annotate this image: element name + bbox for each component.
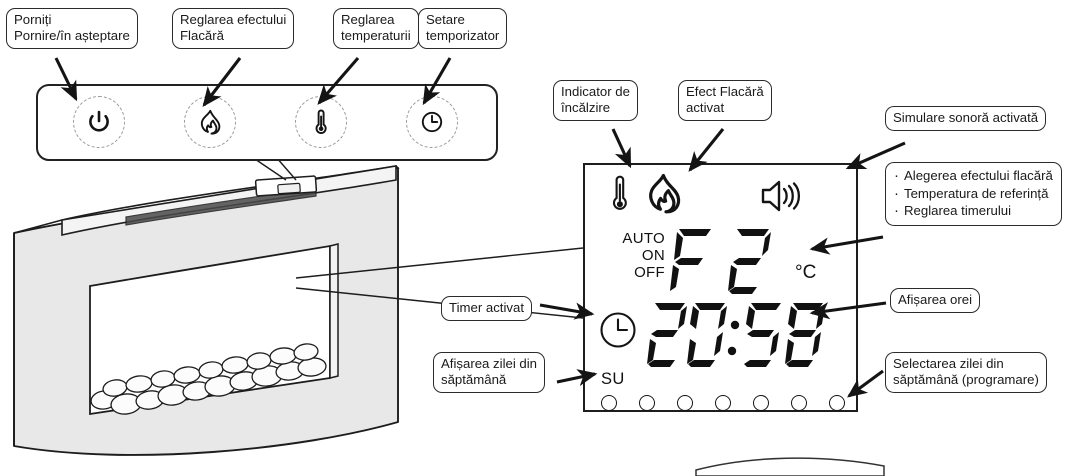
- power-icon: [84, 107, 114, 137]
- lcd-display-panel: AUTO ON OFF: [583, 163, 858, 412]
- lcd-main-value: [670, 229, 771, 294]
- lcd-time-value: [647, 303, 825, 367]
- fireplace-illustration: [13, 165, 400, 456]
- flame-icon: [195, 107, 225, 137]
- fireplace-display-window: [277, 182, 301, 195]
- day-dot[interactable]: [639, 395, 655, 411]
- callout-line: Selectarea zilei din: [893, 356, 1004, 371]
- day-dot[interactable]: [715, 395, 731, 411]
- timer-button[interactable]: [406, 96, 458, 148]
- callout-timer-button: Setare temporizator: [418, 8, 508, 50]
- callout-flame-button: Reglarea efectului Flacără: [172, 8, 295, 50]
- remote-control-partial: [695, 457, 885, 476]
- day-dot[interactable]: [791, 395, 807, 411]
- lcd-unit-label: °C: [795, 262, 817, 283]
- lcd-status-icon-row: [585, 173, 856, 217]
- callout-line: Flacără: [180, 28, 224, 44]
- thermometer-icon: [607, 173, 633, 220]
- callout-line: Simulare sonoră activată: [893, 110, 1039, 125]
- callout-line: Timer activat: [449, 300, 524, 315]
- callout-line: temperaturii: [341, 28, 411, 44]
- control-panel-bar: [36, 84, 498, 161]
- vent-grille: [125, 187, 317, 226]
- callout-timer-active: Timer activat: [441, 296, 532, 322]
- callout-line: Afișarea orei: [898, 292, 973, 307]
- callout-line: temporizator: [426, 28, 500, 44]
- power-button[interactable]: [73, 96, 125, 148]
- callout-line: Afișarea zilei din: [441, 356, 538, 371]
- callout-sound-simulation: Simulare sonoră activată: [885, 106, 1047, 132]
- mode-auto: AUTO: [622, 230, 665, 247]
- lcd-mode-labels: AUTO ON OFF: [603, 230, 665, 281]
- flame-button[interactable]: [184, 96, 236, 148]
- callout-line: Indicator de: [561, 84, 630, 99]
- callout-power-button: Porniți Pornire/în așteptare: [6, 8, 138, 50]
- callout-line: Porniți: [14, 12, 52, 27]
- day-dot[interactable]: [753, 395, 769, 411]
- speaker-icon: [759, 179, 805, 218]
- callout-day-display: Afișarea zilei din săptămână: [433, 352, 546, 394]
- mode-on: ON: [641, 246, 665, 264]
- callout-line: activat: [686, 100, 725, 116]
- callout-line: Reglarea efectului: [180, 12, 287, 27]
- flame-icon: [643, 171, 683, 222]
- callout-main-value-functions: Alegerea efectului flacără Temperatura d…: [885, 162, 1062, 226]
- day-dot[interactable]: [677, 395, 693, 411]
- callout-bullet: Temperatura de referință: [893, 184, 1053, 203]
- day-dot[interactable]: [829, 395, 845, 411]
- callout-bullet: Reglarea timerului: [893, 201, 1053, 220]
- callout-temperature-button: Reglarea temperaturii: [333, 8, 419, 50]
- callout-bullet: Alegerea efectului flacără: [893, 166, 1053, 185]
- thermometer-icon: [306, 107, 336, 137]
- lcd-time-colon: [727, 320, 740, 356]
- callout-heating-indicator: Indicator de încălzire: [553, 80, 638, 122]
- callout-flame-active: Efect Flacără activat: [678, 80, 772, 122]
- day-dot[interactable]: [601, 395, 617, 411]
- lcd-day-label: SU: [601, 370, 625, 388]
- arrow-heating-indicator: [611, 128, 632, 169]
- callout-line: Setare: [426, 12, 465, 27]
- callout-day-select: Selectarea zilei din săptămână (programa…: [885, 352, 1047, 394]
- callout-line: săptămână: [441, 372, 507, 388]
- mode-off: OFF: [634, 263, 665, 281]
- callout-time-display: Afișarea orei: [890, 288, 981, 314]
- lcd-day-dots[interactable]: [601, 395, 847, 412]
- callout-line: încălzire: [561, 100, 611, 116]
- callout-line: Reglarea: [341, 12, 395, 27]
- pebble-bed: [90, 343, 327, 415]
- temperature-button[interactable]: [295, 96, 347, 148]
- callout-line: Efect Flacără: [686, 84, 764, 99]
- callout-line: săptămână (programare): [893, 372, 1039, 388]
- callout-line: Pornire/în așteptare: [14, 28, 130, 44]
- clock-icon: [417, 107, 447, 137]
- clock-icon: [599, 311, 637, 349]
